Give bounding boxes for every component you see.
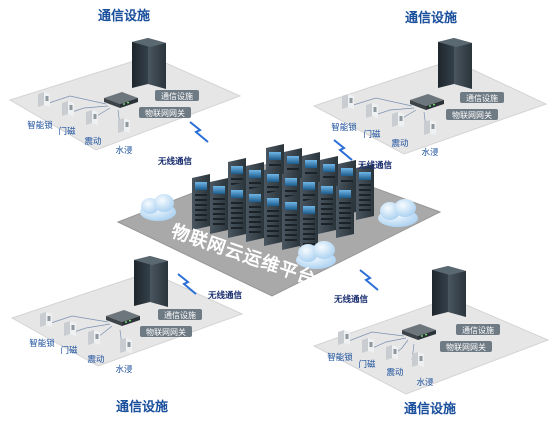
- wireless-bolt-icon: [359, 269, 379, 291]
- device-label: 智能锁: [331, 122, 357, 133]
- cloud-icon: [378, 199, 418, 227]
- cloud-icon: [140, 194, 176, 221]
- water-sensor-icon: [424, 120, 436, 135]
- vibration-sensor-icon: [392, 112, 404, 127]
- door-sensor-icon: [362, 338, 374, 353]
- device-label: 智能锁: [29, 338, 55, 349]
- server-rack-icon: [132, 38, 166, 89]
- device-label: 水浸: [115, 364, 133, 375]
- server-rack-icon: [134, 256, 168, 307]
- wireless-link-label: 无线通信: [157, 156, 193, 167]
- site-bottom-right: 通信设施 物联网网关 智能锁 门磁 震动 水浸 通信设施: [312, 266, 550, 417]
- server-label: 通信设施: [164, 310, 196, 320]
- server-label-tag: [456, 324, 500, 335]
- server-rack-icon: [438, 38, 472, 89]
- vibration-sensor-icon: [86, 110, 98, 125]
- wireless-link-label: 无线通信: [207, 290, 243, 301]
- vibration-sensor-icon: [386, 345, 398, 360]
- wireless-link-bottom-right: 无线通信: [333, 269, 379, 305]
- server-label: 通信设施: [161, 91, 193, 101]
- wireless-link-bottom-left: 无线通信: [177, 273, 243, 301]
- gateway-label: 物联网网关: [446, 342, 486, 352]
- smart-lock-sensor-icon: [342, 94, 354, 109]
- device-label: 水浸: [115, 145, 133, 156]
- device-label: 震动: [386, 367, 404, 378]
- site-top-left: 通信设施 通信设施 物联网网关 智能锁 门磁 震动 水浸: [8, 8, 242, 156]
- device-label: 门磁: [60, 345, 78, 356]
- water-sensor-icon: [412, 352, 424, 367]
- vibration-sensor-icon: [88, 330, 100, 345]
- server-label: 通信设施: [462, 325, 494, 335]
- door-sensor-icon: [64, 321, 76, 336]
- wireless-bolt-icon: [189, 121, 209, 143]
- wireless-link-top-left: 无线通信: [157, 121, 209, 167]
- device-label: 水浸: [421, 147, 439, 158]
- device-label: 震动: [87, 354, 105, 365]
- gateway-label: 物联网网关: [452, 110, 492, 120]
- door-sensor-icon: [366, 103, 378, 118]
- server-rack-icon: [432, 266, 466, 317]
- device-label: 震动: [391, 138, 409, 149]
- device-label: 门磁: [358, 359, 376, 370]
- smart-lock-sensor-icon: [40, 312, 52, 327]
- gateway-label: 物联网网关: [145, 108, 185, 118]
- wireless-link-top-right: 无线通信: [333, 139, 393, 171]
- gateway-label-tag: [446, 109, 498, 120]
- gateway-label-tag: [140, 326, 192, 337]
- server-label-tag: [158, 309, 202, 320]
- gateway-label: 物联网网关: [146, 327, 186, 337]
- wireless-link-label: 无线通信: [357, 160, 393, 171]
- site-title: 通信设施: [98, 8, 150, 24]
- server-label: 通信设施: [466, 93, 498, 103]
- server-label-tag: [155, 90, 199, 101]
- wireless-link-label: 无线通信: [333, 294, 369, 305]
- site-title: 通信设施: [405, 10, 457, 26]
- device-label: 智能锁: [327, 352, 353, 363]
- smart-lock-sensor-icon: [38, 92, 50, 107]
- site-top-right: 通信设施 通信设施 物联网网关 智能锁 门磁 震动 水浸: [312, 10, 548, 158]
- server-label-tag: [460, 92, 504, 103]
- site-title: 通信设施: [116, 399, 168, 415]
- device-label: 震动: [84, 136, 102, 147]
- device-label: 门磁: [58, 126, 76, 137]
- smart-lock-sensor-icon: [338, 330, 350, 345]
- device-label: 门磁: [363, 129, 381, 140]
- water-sensor-icon: [120, 338, 132, 353]
- site-bottom-left: 通信设施 物联网网关 智能锁 门磁 震动 水浸 通信设施: [10, 256, 244, 415]
- device-label: 水浸: [416, 377, 434, 388]
- gateway-label-tag: [139, 107, 191, 118]
- device-label: 智能锁: [27, 120, 53, 131]
- site-title: 通信设施: [404, 401, 456, 417]
- gateway-label-tag: [440, 341, 492, 352]
- water-sensor-icon: [118, 118, 130, 133]
- door-sensor-icon: [62, 101, 74, 116]
- cloud-icon: [296, 241, 336, 269]
- site-floor-tile: [312, 297, 550, 395]
